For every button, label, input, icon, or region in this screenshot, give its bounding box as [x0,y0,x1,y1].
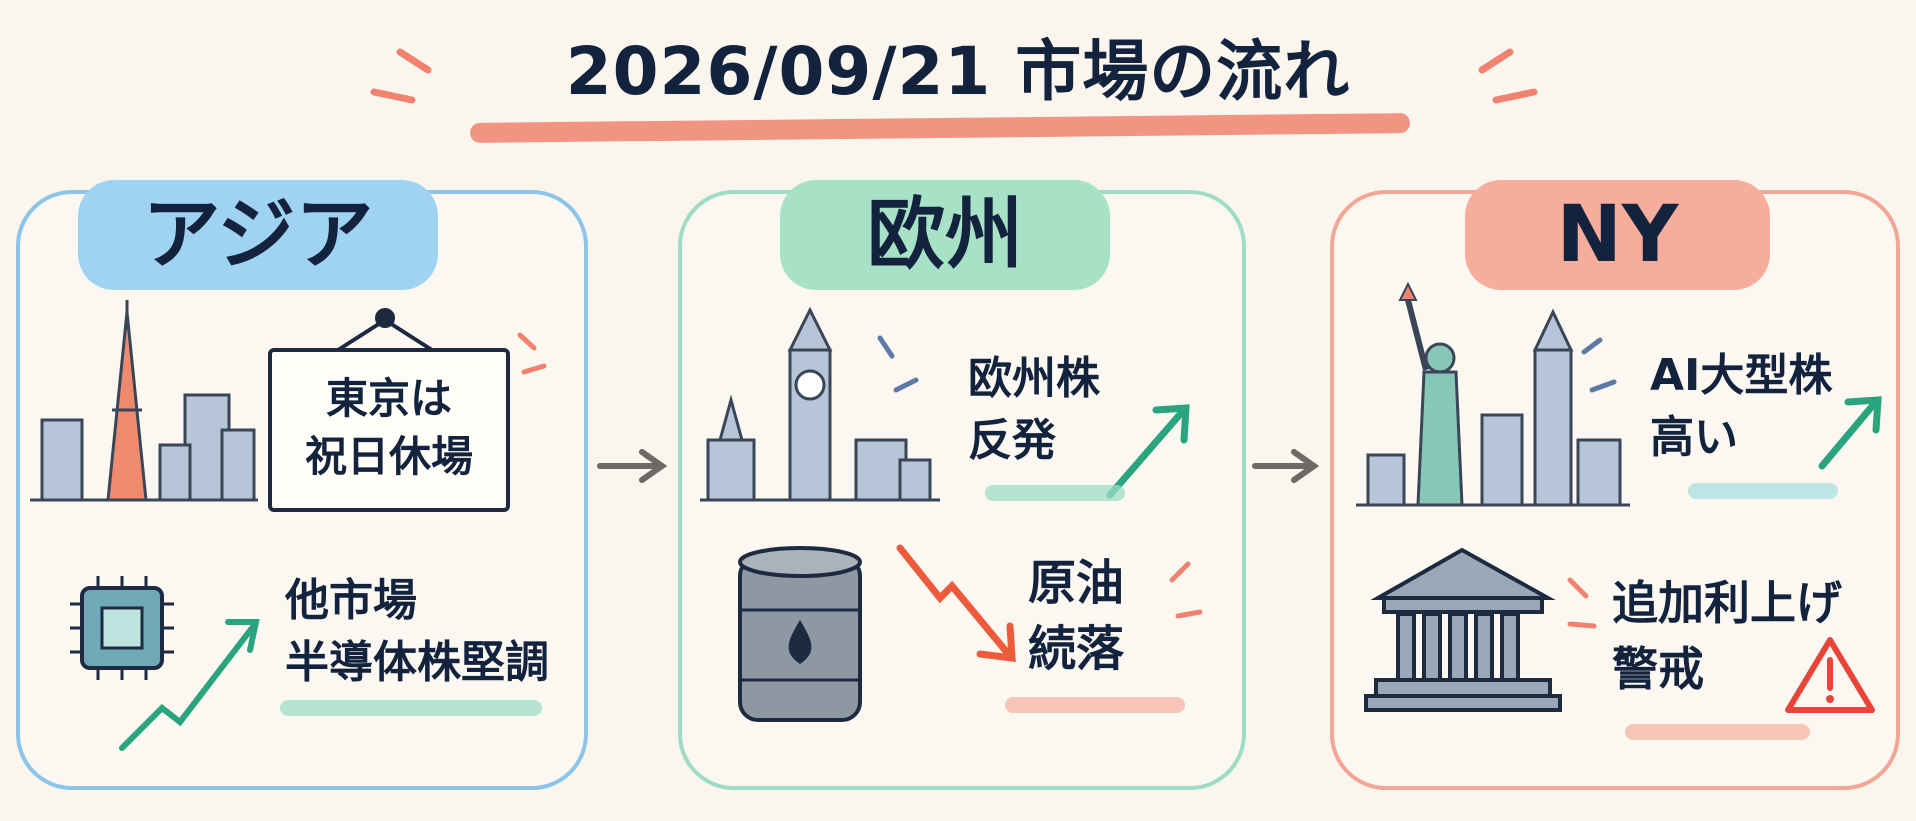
title-spark-right [1478,48,1538,104]
europe-note-2-line-2: 続落 [1028,621,1125,677]
region-header-asia: アジア [78,180,438,290]
chip-icon [70,576,174,680]
europe-up-arrow-icon [1106,404,1190,499]
bank-building-icon [1364,547,1562,712]
sign-spark [517,332,547,375]
europe-note-1-line-2: 反発 [968,415,1056,466]
ny-note-1-line-1: AI大型株 [1650,350,1833,401]
asia-highlight-stroke [280,700,542,716]
oil-spark [1169,561,1203,619]
region-header-europe: 欧州 [780,180,1110,290]
asia-sign-line-1: 東京は [325,374,452,423]
ny-highlight-stroke-1 [1688,483,1838,499]
asia-sign-line-2: 祝日休場 [304,432,473,481]
flow-arrow-1 [597,449,668,483]
big-ben-icon [700,306,940,502]
ny-note-2: 追加利上げ 警戒 [1612,570,1842,702]
page-title: 2026/09/21 市場の流れ [565,33,1351,110]
europe-spark [877,335,919,393]
asia-up-arrow-icon [119,619,260,751]
flow-arrow-2 [1252,449,1320,483]
bank-spark [1567,577,1597,629]
ny-spark [1581,337,1617,393]
ny-up-arrow-icon [1818,396,1882,470]
europe-note-1: 欧州株 反発 [968,348,1100,472]
europe-note-2: 原油 続落 [1028,550,1124,682]
europe-note-2-line-1: 原油 [1028,555,1125,611]
ny-note-2-line-1: 追加利上げ [1612,576,1842,630]
ny-highlight-stroke-2 [1625,724,1810,740]
asia-note-line-2: 半導体株堅調 [285,637,549,688]
europe-note-1-line-1: 欧州株 [968,353,1100,404]
statue-of-liberty-icon [1356,281,1630,507]
ny-note-1: AI大型株 高い [1650,345,1832,469]
asia-note-line-1: 他市場 [285,575,417,626]
ny-note-1-line-2: 高い [1650,412,1738,463]
tokyo-tower-icon [30,300,258,502]
europe-highlight-stroke-1 [985,485,1125,501]
asia-sign: 東京は 祝日休場 [268,348,510,512]
europe-highlight-stroke-2 [1005,697,1185,713]
warning-icon [1785,637,1875,713]
sign-hanger [336,308,434,352]
oil-barrel-icon [738,546,862,722]
europe-down-arrow-icon [896,544,1016,662]
title-spark-left [370,48,432,104]
ny-note-2-line-2: 警戒 [1612,642,1704,696]
region-header-ny: NY [1465,180,1770,290]
asia-note: 他市場 半導体株堅調 [285,570,549,694]
